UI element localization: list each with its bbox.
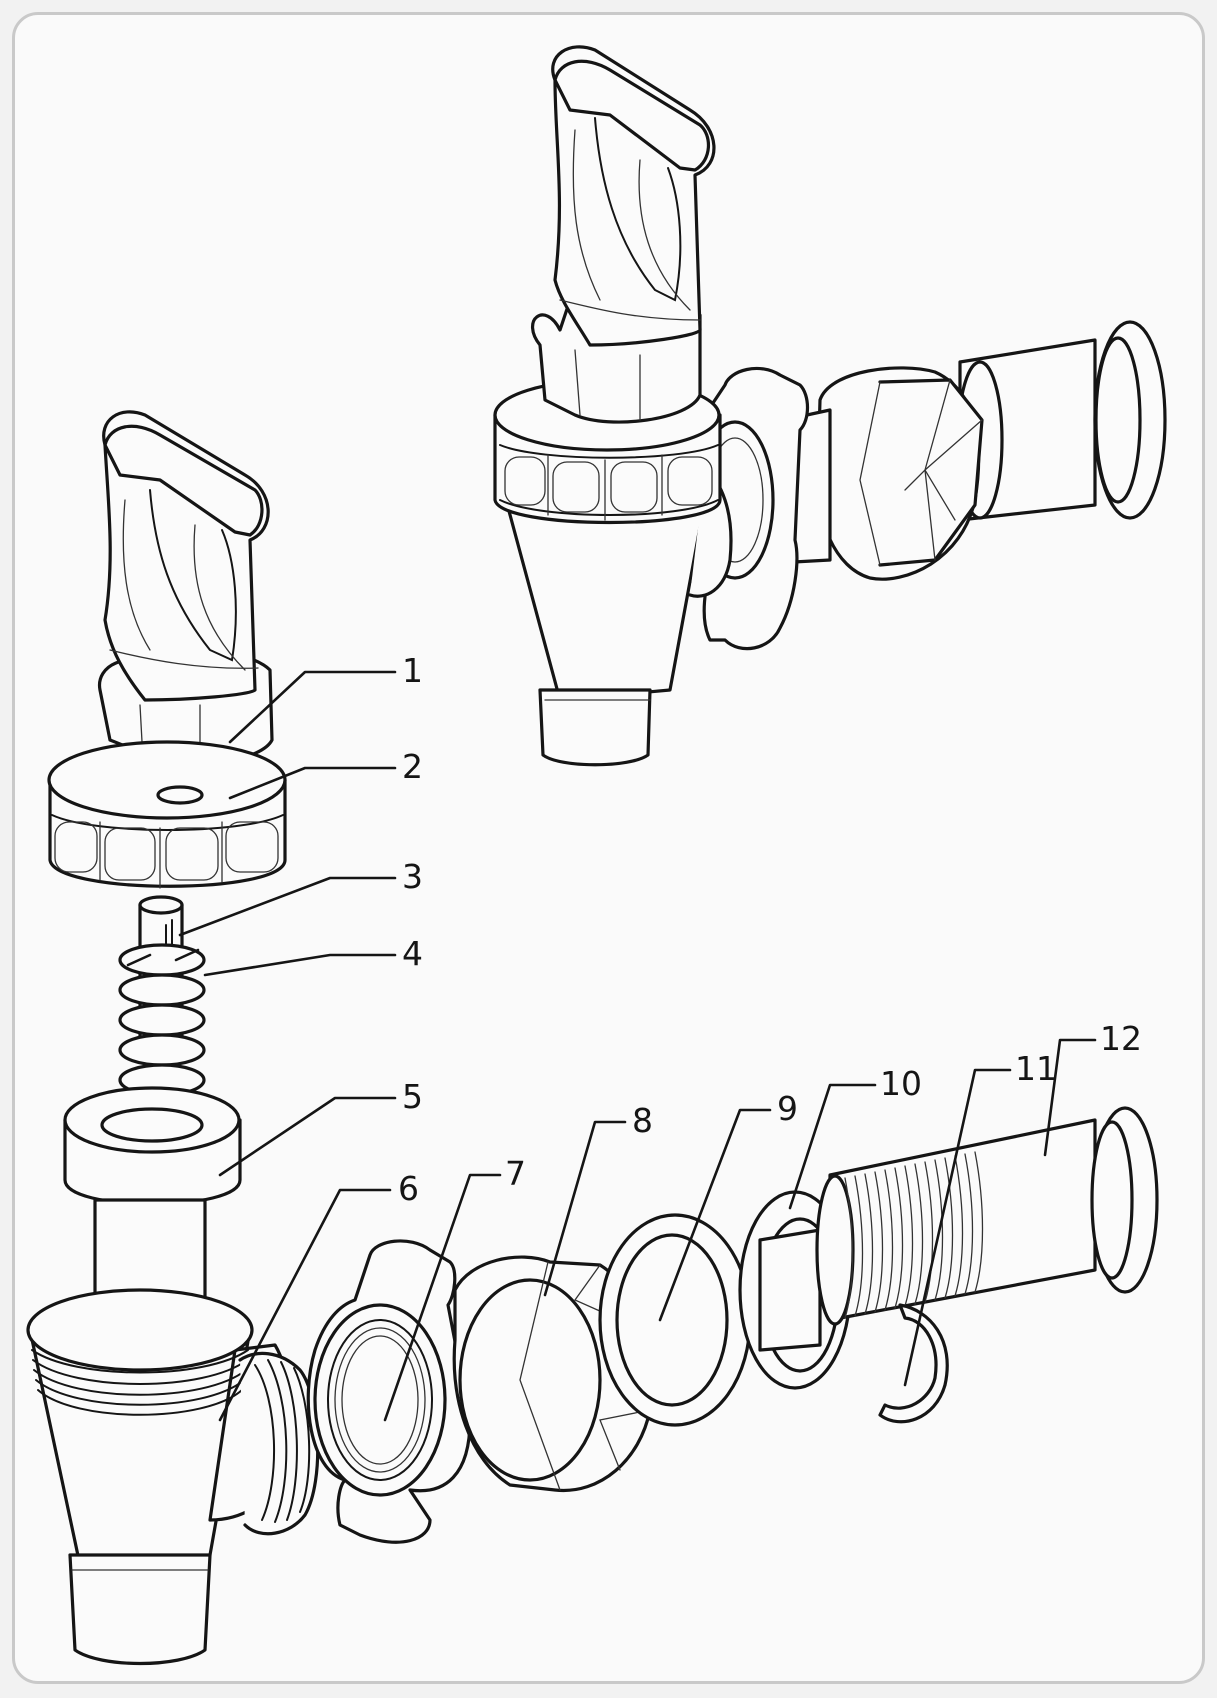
part-2-bonnet	[47, 740, 287, 889]
part-6-body	[26, 1198, 320, 1666]
assembled-nut	[816, 366, 984, 581]
label-5: 5	[402, 1077, 423, 1116]
part-9-washer	[598, 1213, 752, 1427]
label-1: 1	[402, 651, 423, 690]
label-7: 7	[505, 1154, 526, 1193]
part-8-hex-nut	[452, 1255, 655, 1493]
label-10: 10	[880, 1064, 922, 1103]
callout-labels: 1 2 3 4 5 6 7 8 9 10 11 12	[398, 651, 1142, 1208]
label-11: 11	[1015, 1049, 1057, 1088]
assembled-handle	[531, 45, 716, 424]
label-9: 9	[777, 1089, 798, 1128]
leader-lines	[178, 670, 1097, 1422]
label-2: 2	[402, 747, 423, 786]
part-4-spring	[118, 943, 206, 1097]
part-1-handle	[98, 410, 274, 766]
part-7-wing-nut	[306, 1239, 472, 1544]
part-12-pipe	[815, 1106, 1159, 1326]
part-5-seat	[63, 1086, 242, 1206]
label-12: 12	[1100, 1019, 1142, 1058]
label-3: 3	[402, 857, 423, 896]
part-11-clip	[878, 1303, 949, 1424]
assembled-faucet	[493, 45, 1167, 767]
label-8: 8	[632, 1101, 653, 1140]
assembled-pipe	[956, 320, 1167, 522]
label-6: 6	[398, 1169, 419, 1208]
label-4: 4	[402, 934, 423, 973]
